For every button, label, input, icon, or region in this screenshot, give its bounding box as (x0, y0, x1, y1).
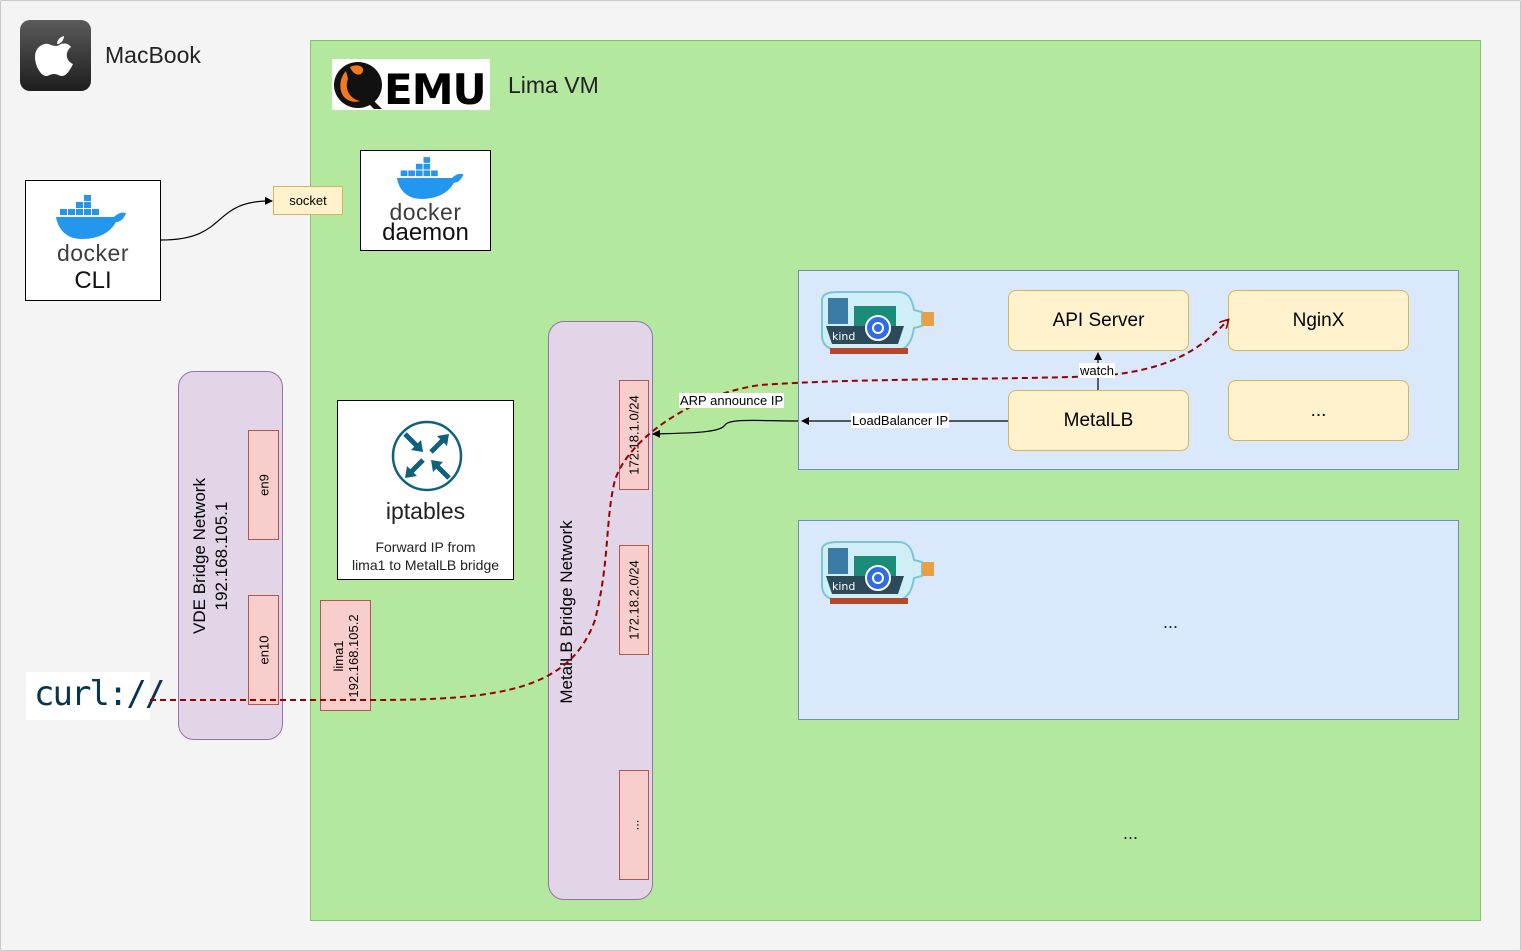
host-title: MacBook (105, 42, 201, 68)
kind-logo-2: kind (818, 540, 936, 612)
docker-cli-box: docker CLI (25, 180, 161, 301)
kind-logo-text: kind (832, 580, 855, 593)
edge-label-loadbalancer-ip: LoadBalancer IP (851, 413, 950, 428)
vm-more: ... (1123, 823, 1139, 843)
cli-to-socket-edge (160, 196, 273, 241)
subnet-2: 172.18.2.0/24 (619, 545, 649, 655)
interface-en10: en10 (248, 595, 279, 705)
interface-en9: en9 (248, 430, 279, 540)
iptables-title: iptables (385, 498, 466, 524)
docker-daemon-box: docker daemon (360, 150, 491, 251)
vm-title: Lima VM (508, 72, 599, 98)
subnet-more: ... (619, 770, 649, 880)
api-server-node: API Server (1008, 290, 1189, 351)
iptables-box: iptables Forward IP from lima1 to MetalL… (337, 400, 514, 580)
request-path-edge (150, 320, 1228, 701)
iptables-desc-1: Forward IP from (375, 539, 476, 555)
curl-logo: curl:// (26, 672, 165, 720)
cluster-2-more: ... (1163, 612, 1179, 632)
kind-logo-1: kind (818, 290, 936, 362)
iptables-desc-2: lima1 to MetalLB bridge (351, 557, 500, 573)
arp-announce-edge (652, 419, 799, 438)
router-icon (391, 420, 463, 492)
more-pods-node: ... (1228, 380, 1409, 441)
qemu-logo: EMU (332, 59, 490, 114)
qemu-logo-text: EMU (384, 65, 487, 114)
edge-label-watch: watch (1079, 363, 1115, 378)
docker-whale-icon (56, 195, 126, 239)
edge-label-arp-announce: ARP announce IP (679, 393, 785, 408)
kind-bottle-icon: kind (821, 291, 934, 354)
docker-brand-text: docker (56, 240, 130, 266)
apple-icon (20, 20, 91, 91)
docker-whale-icon (396, 157, 464, 199)
metallb-node: MetalLB (1008, 390, 1189, 451)
curl-logo-text: curl:// (34, 674, 165, 714)
socket-node: socket (273, 186, 343, 215)
docker-brand-text: docker (389, 199, 462, 225)
subnet-1: 172.18.1.0/24 (619, 380, 649, 490)
interface-lima1: lima1 192.168.105.2 (320, 600, 371, 711)
docker-daemon-label: daemon (382, 219, 469, 246)
kind-logo-text: kind (832, 330, 855, 343)
kind-bottle-icon: kind (821, 541, 934, 604)
nginx-node: NginX (1228, 290, 1409, 351)
docker-cli-label: CLI (74, 267, 112, 294)
